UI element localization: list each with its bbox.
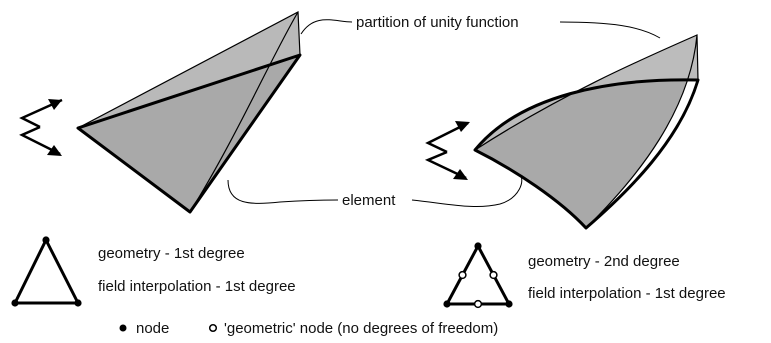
legend-geometric-node-icon: [208, 323, 218, 333]
left-geometry-degree: geometry - 1st degree: [98, 245, 245, 262]
left-axis-arrows-icon: [19, 98, 63, 156]
node-dot: [474, 242, 482, 250]
node-dot: [42, 236, 50, 244]
geometric-node-circle: [489, 270, 498, 280]
pou-leader-right: [559, 21, 661, 39]
node-dot: [443, 300, 451, 308]
right-pou-top-face: [475, 35, 698, 150]
leader-lines: [227, 19, 661, 208]
legend: node 'geometric' node (no degrees of fre…: [119, 320, 498, 337]
partition-of-unity-label: partition of unity function: [356, 14, 519, 31]
geometric-node-circle: [473, 299, 483, 309]
left-pou-edges: [77, 11, 301, 213]
element-label: element: [342, 192, 396, 209]
right-element-outline: [473, 78, 700, 230]
element-leader-left: [227, 179, 339, 204]
element-leader-right: [411, 174, 523, 208]
legend-geometric-node-label: 'geometric' node (no degrees of freedom): [224, 320, 498, 337]
right-field-interpolation-degree: field interpolation - 1st degree: [528, 285, 726, 302]
legend-node-label: node: [136, 320, 169, 337]
node-dot: [74, 299, 82, 307]
right-pou-surface: [475, 35, 698, 228]
left-element-figure: [19, 11, 302, 214]
geometric-node-circle: [458, 270, 467, 280]
linear-triangle-icon: [11, 236, 82, 307]
legend-node-icon: [119, 324, 127, 332]
right-geometry-degree: geometry - 2nd degree: [528, 253, 680, 270]
right-pou-edges: [474, 34, 699, 229]
left-element-outline: [76, 53, 302, 214]
left-field-interpolation-degree: field interpolation - 1st degree: [98, 278, 296, 295]
right-axis-arrows-icon: [424, 121, 470, 180]
right-element-figure: [424, 34, 700, 230]
quadratic-triangle-icon: [443, 242, 513, 309]
node-dot: [11, 299, 19, 307]
node-dot: [505, 300, 513, 308]
pou-leader-left: [300, 19, 353, 35]
